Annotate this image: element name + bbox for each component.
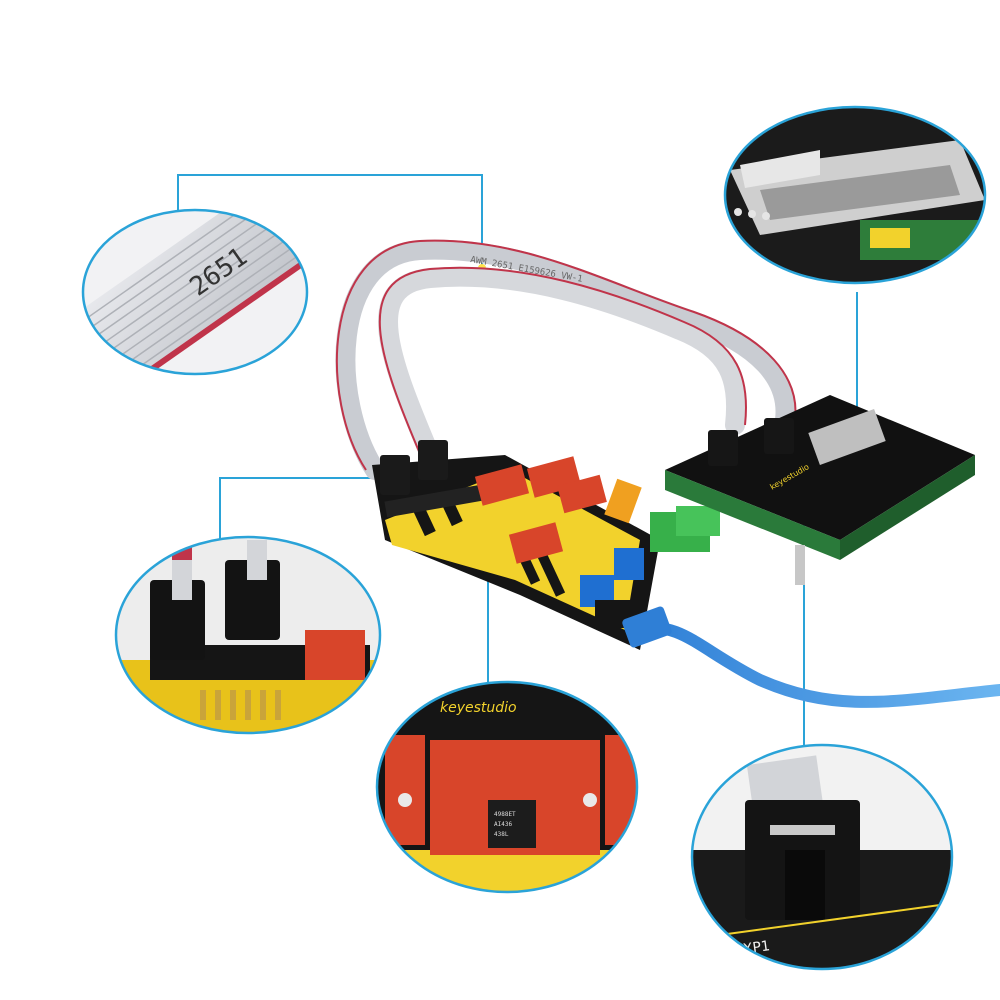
zoom-drivers: keyestudio 4988ET AI436 438L (377, 682, 637, 892)
header-socket-left (380, 455, 410, 495)
main-assembly: AWM 2651 E159626 VW-1 (335, 239, 1000, 708)
exp-socket-2 (764, 418, 794, 454)
encoder-knob (795, 545, 805, 585)
zoom-ring-headers (114, 535, 382, 735)
driver-chip (488, 800, 536, 848)
zoom-ring-drivers (375, 680, 639, 894)
callout-line-headers (219, 477, 430, 560)
shield-board (372, 440, 720, 650)
exp-socket-1 (708, 430, 738, 466)
zoom-ring-exp (690, 743, 954, 971)
blue-terminals (580, 548, 645, 628)
zoom-exp-connector: EXP1 (692, 745, 952, 969)
zoom-brand: keyestudio (440, 700, 517, 716)
chip-line-3: 438L (494, 831, 509, 838)
zoom-headers (116, 537, 380, 733)
zoom-driver (305, 630, 365, 680)
ribbon-cable: AWM 2651 E159626 VW-1 (335, 239, 797, 480)
header-socket-right (418, 440, 448, 480)
zoom-ring-sd (723, 105, 987, 285)
usb-cable (622, 606, 1000, 708)
sd-slot (808, 409, 886, 465)
stepper-drivers (474, 456, 607, 564)
zoom-ribbon-cable: 2651 (83, 210, 307, 374)
zoom-ring-ribbon (81, 208, 309, 376)
callout-line-ribbon (177, 174, 483, 268)
chip-line-1: 4988ET (494, 811, 516, 818)
pin-header-row (384, 481, 501, 518)
zoom-sd-slot (725, 107, 985, 283)
chip-line-2: AI436 (494, 821, 512, 828)
lcd-adapter-board: keyestudio (665, 395, 975, 585)
